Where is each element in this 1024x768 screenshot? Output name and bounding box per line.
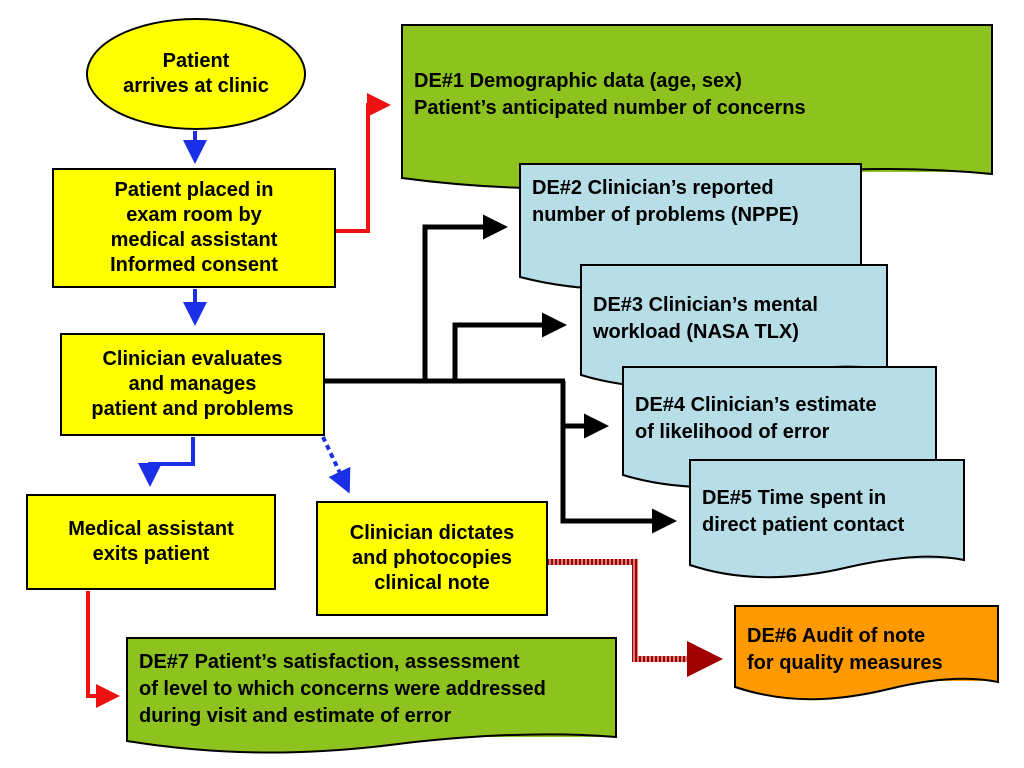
- start-line-2: arrives at clinic: [123, 75, 269, 97]
- arrow-exit-to-de7: [86, 591, 120, 708]
- de5-line-2: direct patient contact: [702, 514, 905, 536]
- de7-wavy-edge: [126, 733, 617, 754]
- step-dictates-line-2: and photocopies: [352, 547, 512, 569]
- arrow-to-de5: [560, 426, 677, 534]
- de6-line-1: DE#6 Audit of note: [747, 625, 926, 647]
- data-element-de5: DE#5 Time spent in direct patient contac…: [689, 459, 965, 579]
- data-element-de7: DE#7 Patient’s satisfaction, assessment …: [126, 637, 617, 754]
- arrow-to-de3: [452, 312, 567, 381]
- step-evaluates-line-2: and manages: [128, 373, 257, 395]
- step-exam-room-line-2: exam room by: [126, 204, 262, 226]
- de2-line-2: number of problems (NPPE): [532, 204, 799, 226]
- de4-line-1: DE#4 Clinician’s estimate: [635, 394, 877, 416]
- de4-line-2: of likelihood of error: [635, 421, 830, 443]
- de7-line-1: DE#7 Patient’s satisfaction, assessment: [139, 651, 520, 673]
- data-element-de6: DE#6 Audit of note for quality measures: [734, 605, 999, 701]
- step-exam-room-line-3: medical assistant: [110, 229, 278, 251]
- de7-line-3: during visit and estimate of error: [139, 705, 452, 727]
- arrow-dictate-to-de6: [548, 559, 723, 677]
- arrow-evaluate-to-dictate-dotted: [321, 436, 351, 494]
- step-evaluates-line-3: patient and problems: [91, 398, 294, 420]
- step-dictates-line-3: clinical note: [374, 572, 490, 594]
- step-exits-line-2: exits patient: [92, 543, 210, 565]
- start-line-1: Patient: [162, 50, 230, 72]
- de3-line-1: DE#3 Clinician’s mental: [593, 294, 818, 316]
- de3-line-2: workload (NASA TLX): [593, 321, 799, 343]
- de2-line-1: DE#2 Clinician’s reported: [532, 177, 774, 199]
- data-element-de1: DE#1 Demographic data (age, sex) Patient…: [401, 24, 993, 190]
- start-oval-patient-arrives: Patient arrives at clinic: [86, 18, 306, 130]
- de7-line-2: of level to which concerns were addresse…: [139, 678, 546, 700]
- step-evaluates-line-1: Clinician evaluates: [102, 348, 283, 370]
- step-exits-line-1: Medical assistant: [68, 518, 234, 540]
- de5-wavy-edge: [689, 555, 965, 579]
- de1-line-1: DE#1 Demographic data (age, sex): [414, 70, 742, 92]
- step-dictates-line-1: Clinician dictates: [349, 522, 515, 544]
- step-exam-room: Patient placed in exam room by medical a…: [52, 168, 336, 288]
- data-element-de3: DE#3 Clinician’s mental workload (NASA T…: [580, 264, 888, 389]
- step-clinician-evaluates: Clinician evaluates and manages patient …: [60, 333, 325, 436]
- step-exam-room-line-4: Informed consent: [110, 254, 278, 276]
- step-clinician-dictates: Clinician dictates and photocopies clini…: [316, 501, 548, 616]
- de5-line-1: DE#5 Time spent in: [702, 487, 887, 509]
- de1-line-2: Patient’s anticipated number of concerns: [414, 97, 806, 119]
- arrow-room-to-de1: [336, 93, 391, 233]
- de6-wavy-edge: [734, 677, 999, 701]
- data-element-de4: DE#4 Clinician’s estimate of likelihood …: [622, 366, 937, 489]
- step-exam-room-line-1: Patient placed in: [114, 179, 274, 201]
- data-element-de2: DE#2 Clinician’s reported number of prob…: [519, 163, 862, 291]
- step-assistant-exits: Medical assistant exits patient: [26, 494, 276, 590]
- arrow-to-de2: [422, 214, 508, 381]
- de6-line-2: for quality measures: [747, 652, 943, 674]
- arrow-evaluate-to-exit: [138, 437, 195, 487]
